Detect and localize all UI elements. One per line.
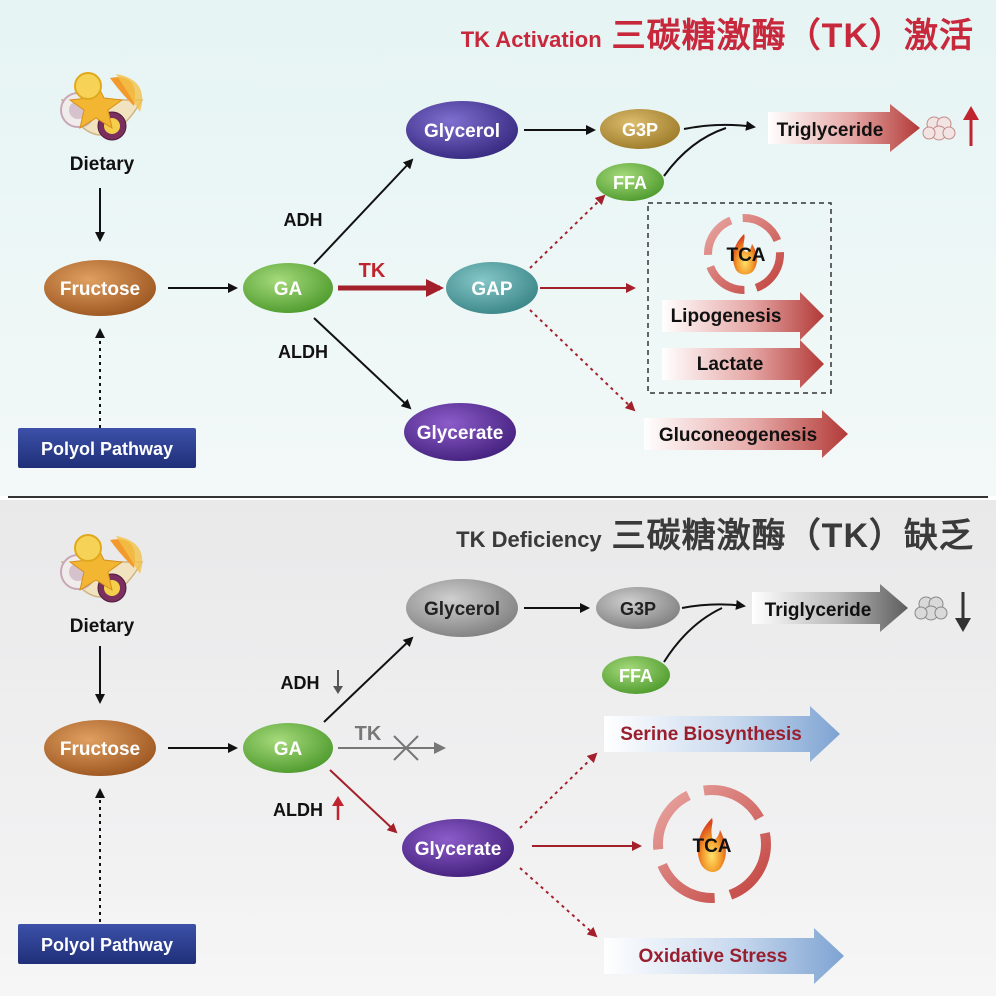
ffa-to-triglyceride-arrow [663,607,723,663]
serine-label: Serine Biosynthesis [620,724,802,745]
ffa-node [602,656,670,694]
fruit-bowl-icon [60,72,144,141]
g3p-to-triglyceride-arrow [683,120,756,131]
gap-to-ffa-arrow [529,194,606,269]
down-arrow-icon [333,670,343,694]
lactate-arrow [662,340,824,388]
ga-label: GA [274,279,303,300]
glycerate-node [404,403,516,461]
dietary-label: Dietary [70,154,135,175]
fructose-label: Fructose [60,279,140,300]
tk-label: TK [355,723,382,745]
triglyceride-label: Triglyceride [765,600,872,621]
glycerol-label: Glycerol [424,599,500,620]
g3p-node [600,109,680,149]
adh-label: ADH [281,673,320,693]
g3p-node [596,587,680,629]
lactate-label: Lactate [697,354,764,375]
fruit-bowl-icon [60,534,144,603]
fat-cell-icon [914,596,948,621]
up-arrow-icon [332,796,344,820]
tca-label: TCA [692,836,731,857]
glycerol-node [406,579,518,637]
aldh-label: ALDH [278,342,328,362]
ga-to-glycerate-arrow [329,769,398,834]
glycerate-to-oxidative-arrow [519,867,598,938]
gluconeogenesis-arrow [644,410,848,458]
header-zh: 三碳糖激酶（TK）缺乏 [611,517,974,555]
down-arrow-icon [955,592,971,632]
polyol-pathway-box [18,428,196,468]
glycerol-label: Glycerol [424,121,500,142]
glycerate-to-serine-arrow [519,752,598,829]
tca-label: TCA [726,245,765,266]
g3p-to-triglyceride-arrow [681,599,746,610]
header-en: TK Activation [460,27,602,52]
g3p-label: G3P [622,120,658,140]
ffa-label: FFA [619,666,653,686]
aldh-label: ALDH [273,800,323,820]
fructose-node [44,720,156,776]
glycerate-label: Glycerate [417,423,504,444]
blocked-x-icon [393,735,419,761]
ga-to-glycerol-arrow [323,636,414,723]
tca-cycle-icon [704,214,784,294]
gap-label: GAP [471,279,513,300]
g3p-label: G3P [620,599,656,619]
dietary-label: Dietary [70,616,135,637]
glycerol-node [406,101,518,159]
ffa-node [596,163,664,201]
fat-cell-icon [922,116,956,141]
gluconeogenesis-label: Gluconeogenesis [659,425,817,446]
gap-to-gluconeogenesis-arrow [529,309,636,412]
adh-label: ADH [284,210,323,230]
serine-biosynthesis-arrow [604,706,840,762]
triglyceride-label: Triglyceride [777,120,884,141]
lipogenesis-arrow [662,292,824,340]
polyol-label: Polyol Pathway [41,935,173,955]
up-arrow-icon [963,106,979,146]
polyol-label: Polyol Pathway [41,439,173,459]
metabolism-group-box [647,202,832,394]
fructose-label: Fructose [60,739,140,760]
ga-to-glycerate-arrow [313,317,412,410]
tca-cycle-icon [653,785,771,903]
ga-to-glycerol-arrow [313,158,414,265]
ga-node [243,263,333,313]
triglyceride-arrow [768,104,920,152]
fructose-node [44,260,156,316]
ffa-to-triglyceride-arrow [663,127,727,177]
ffa-label: FFA [613,173,647,193]
glycerate-label: Glycerate [415,839,502,860]
header-zh: 三碳糖激酶（TK）激活 [611,17,974,55]
oxidative-label: Oxidative Stress [639,946,788,967]
lipogenesis-label: Lipogenesis [671,306,782,327]
panel-divider [8,496,988,498]
triglyceride-arrow [752,584,908,632]
header-en: TK Deficiency [456,527,602,552]
header-tk-activation: TK Activation 三碳糖激酶（TK）激活 [461,8,974,57]
ga-node [243,723,333,773]
polyol-pathway-box [18,924,196,964]
oxidative-stress-arrow [604,928,844,984]
ga-label: GA [274,739,303,760]
header-tk-deficiency: TK Deficiency 三碳糖激酶（TK）缺乏 [456,508,974,557]
panel-tk-deficiency [0,500,996,996]
tk-label: TK [359,260,386,282]
gap-node [446,262,538,314]
glycerate-node [402,819,514,877]
